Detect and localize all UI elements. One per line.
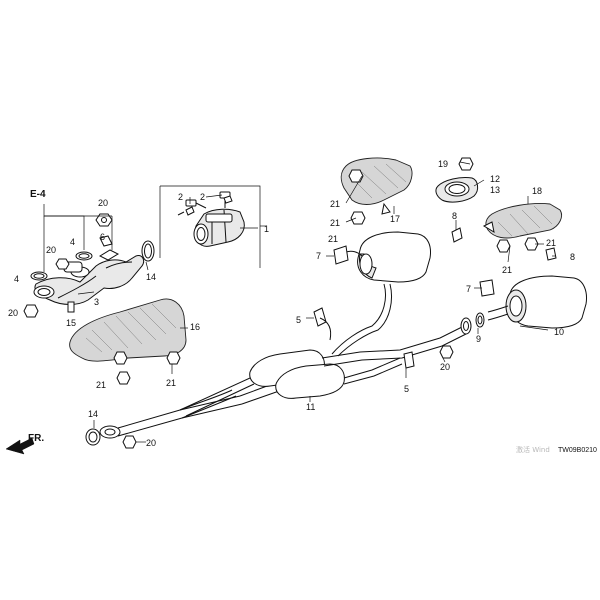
gasket-14-upper xyxy=(141,240,155,262)
joint-clamp-12-13 xyxy=(435,177,479,203)
callout-8: 8 xyxy=(452,211,457,221)
gasket-14-lower xyxy=(85,428,101,446)
callout-5: 5 xyxy=(296,315,301,325)
catalytic-converter-box xyxy=(159,185,266,268)
callout-7: 7 xyxy=(466,284,471,294)
callout-21: 21 xyxy=(328,234,338,244)
callout-1: 1 xyxy=(264,224,269,234)
callout-21: 21 xyxy=(330,218,340,228)
small-hardware-left xyxy=(23,213,113,318)
callout-3: 3 xyxy=(94,297,99,307)
direction-label: FR. xyxy=(28,433,44,444)
callout-4: 4 xyxy=(70,237,75,247)
callout-20: 20 xyxy=(8,308,18,318)
callout-12: 12 xyxy=(490,174,500,184)
callout-9: 9 xyxy=(476,334,481,344)
gasket-rings xyxy=(30,251,93,281)
callout-4: 4 xyxy=(14,274,19,284)
watermark-text: 激活 Wind xyxy=(516,445,550,454)
callout-14: 14 xyxy=(146,272,156,282)
heat-shield-18 xyxy=(482,203,562,239)
heat-shield-17 xyxy=(340,157,413,215)
callout-5: 5 xyxy=(404,384,409,394)
callout-20: 20 xyxy=(440,362,450,372)
section-ref-leaders xyxy=(43,204,113,272)
rear-muffler xyxy=(487,275,587,329)
callout-19: 19 xyxy=(438,159,448,169)
center-muffler xyxy=(345,231,431,283)
callout-14: 14 xyxy=(88,409,98,419)
callout-labels: E-4 FR. 1 2 2 3 4 4 5 5 6 7 7 8 8 9 10 1… xyxy=(8,159,597,454)
callout-20: 20 xyxy=(46,245,56,255)
callout-20: 20 xyxy=(146,438,156,448)
front-direction-arrow xyxy=(5,437,35,455)
callout-6: 6 xyxy=(100,232,105,242)
oxygen-sensors xyxy=(185,191,231,209)
callout-18: 18 xyxy=(532,186,542,196)
bolts-and-nuts xyxy=(113,157,557,449)
callout-21: 21 xyxy=(502,265,512,275)
catalytic-converter xyxy=(193,208,245,247)
callout-2: 2 xyxy=(178,192,183,202)
heat-shield-16 xyxy=(69,298,187,362)
callout-21: 21 xyxy=(166,378,176,388)
callout-11: 11 xyxy=(306,402,315,412)
callout-15: 15 xyxy=(66,318,76,328)
callout-20: 20 xyxy=(98,198,108,208)
callout-7: 7 xyxy=(316,251,321,261)
drawing-code: TW09B0210 xyxy=(558,447,597,454)
section-ref-label: E-4 xyxy=(30,189,46,200)
callout-16: 16 xyxy=(190,322,200,332)
callout-21: 21 xyxy=(546,238,556,248)
callout-13: 13 xyxy=(490,185,500,195)
gasket-9 xyxy=(475,312,485,328)
exhaust-pipe-network xyxy=(99,283,472,439)
callout-8: 8 xyxy=(570,252,575,262)
callout-21: 21 xyxy=(330,199,340,209)
callout-17: 17 xyxy=(390,214,400,224)
callout-10: 10 xyxy=(554,327,564,337)
callout-21: 21 xyxy=(96,380,106,390)
callout-2: 2 xyxy=(200,192,205,202)
callout-leaders xyxy=(77,161,556,443)
